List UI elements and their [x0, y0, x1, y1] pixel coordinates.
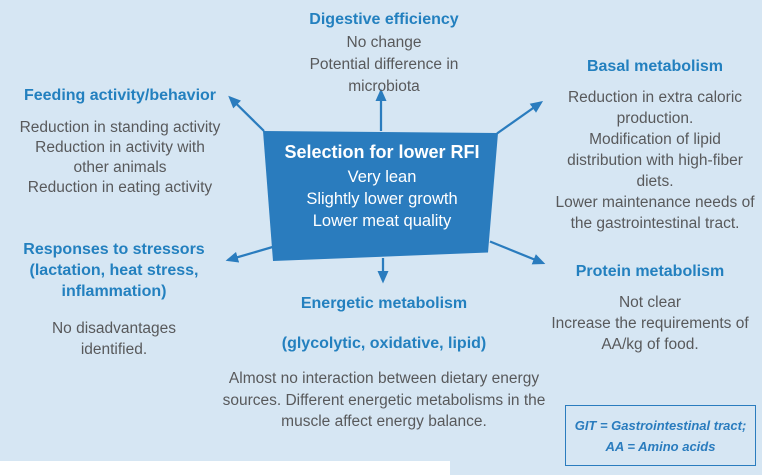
node-text-line: Reduction in extra caloric	[567, 89, 743, 106]
node-text-line: Almost no interaction between dietary en…	[228, 370, 540, 387]
node-text-line: Reduction in eating activity	[27, 179, 213, 196]
node-title: Basal metabolism	[586, 58, 724, 75]
center-box-text: Selection for lower RFI Very lean Slight…	[272, 140, 492, 232]
node-feeding-activity: Feeding activity/behavior Reduction in s…	[2, 86, 238, 198]
node-title: Protein metabolism	[575, 263, 725, 280]
node-text-line: No change	[346, 34, 422, 51]
node-energetic-metabolism: Energetic metabolism (glycolytic, oxidat…	[210, 294, 558, 433]
node-text-line: sources. Different energetic metabolisms…	[222, 391, 546, 409]
node-title: (lactation, heat stress,	[29, 262, 199, 279]
node-text-line: microbiota	[348, 78, 420, 95]
node-text-line: production.	[616, 110, 694, 127]
node-title: Energetic metabolism	[300, 295, 468, 312]
legend-abbreviations-box: GIT = Gastrointestinal tract; AA = Amino…	[565, 405, 756, 466]
node-text-line: diets.	[636, 173, 674, 190]
legend-line: AA = Amino acids	[605, 438, 716, 454]
node-text-line: No disadvantages	[51, 320, 177, 337]
node-text-line: other animals	[73, 159, 167, 176]
node-text-line: AA/kg of food.	[601, 336, 699, 353]
node-title: Digestive efficiency	[309, 11, 459, 28]
node-text-line: Reduction in standing activity	[19, 119, 221, 136]
node-responses-stressors: Responses to stressors (lactation, heat …	[8, 239, 220, 360]
node-text-line: muscle affect energy balance.	[281, 413, 487, 430]
center-box-line: Lower meat quality	[312, 212, 452, 230]
node-text-line: Lower maintenance needs of	[555, 194, 755, 211]
node-title: Responses to stressors	[23, 241, 205, 258]
center-box-line: Very lean	[347, 168, 417, 186]
node-text-line: the gastrointestinal tract.	[570, 215, 740, 232]
node-text-line: distribution with high-fiber	[567, 152, 743, 169]
node-basal-metabolism: Basal metabolism Reduction in extra calo…	[550, 57, 760, 234]
center-box-line: Slightly lower growth	[306, 190, 458, 208]
background-panel-extension	[450, 461, 762, 475]
node-text-line: Increase the requirements of	[551, 315, 749, 332]
node-protein-metabolism: Protein metabolism Not clear Increase th…	[548, 262, 752, 355]
node-text-line: identified.	[80, 341, 148, 358]
legend-line: GIT = Gastrointestinal tract;	[574, 417, 747, 433]
node-title: inflammation)	[61, 283, 167, 300]
node-title: Feeding activity/behavior	[23, 87, 217, 104]
node-body: No disadvantages identified.	[8, 318, 220, 360]
node-text-line: Modification of lipid	[589, 131, 721, 148]
center-box-title: Selection for lower RFI	[284, 142, 480, 162]
node-text-line: Reduction in activity with	[35, 139, 205, 156]
node-text-line: Potential difference in	[309, 56, 459, 73]
node-text-line: Not clear	[618, 294, 682, 311]
node-subtitle: (glycolytic, oxidative, lipid)	[281, 335, 487, 352]
node-digestive-efficiency: Digestive efficiency No change Potential…	[254, 8, 514, 98]
